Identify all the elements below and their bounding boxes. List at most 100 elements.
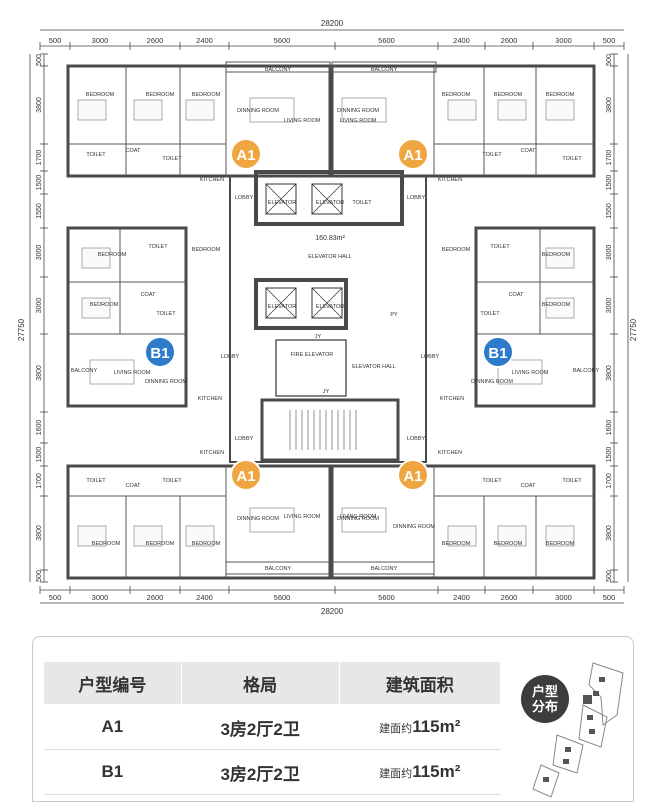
elevator-shaft [265, 183, 297, 215]
coat-label: COAT [509, 292, 525, 298]
living-room-label: LIVING ROOM [114, 370, 151, 376]
building-walls [66, 61, 596, 580]
table-row: A1 3房2厅2卫 建面约115m² [43, 704, 501, 750]
bedroom-label: BEDROOM [442, 541, 471, 547]
toilet-label: TOILET [490, 244, 510, 250]
bedroom-label: BEDROOM [546, 92, 575, 98]
segment-dim-label: 2400 [196, 593, 213, 602]
dining-label: DINNING ROOM [237, 108, 279, 114]
fire-elevator-shaft [275, 339, 347, 397]
bed-icon [545, 247, 575, 269]
table-header-row: 户型编号 格局 建筑面积 [43, 661, 502, 705]
elevator-bank-mid [254, 278, 348, 330]
unit-table: 户型编号 格局 建筑面积 A1 3房2厅2卫 建面约115m² B1 3房2厅2… [43, 661, 502, 795]
segment-dim-label: 1700 [606, 150, 613, 166]
segment-dim-label: 3800 [36, 365, 43, 381]
balcony-strip [225, 561, 435, 575]
py-label: PY [390, 312, 398, 318]
badge-line-2: 分布 [531, 699, 558, 714]
bed-icon [77, 99, 107, 121]
elevator-shaft [311, 183, 343, 215]
toilet-label: TOILET [482, 152, 502, 158]
segment-dim-label: 3800 [36, 97, 43, 113]
kitchen-label: KITCHEN [200, 177, 224, 183]
bedroom-label: BEDROOM [546, 541, 575, 547]
segment-dim-label: 1500 [36, 447, 43, 463]
bedroom-label: BEDROOM [146, 541, 175, 547]
bedroom-label: BEDROOM [146, 92, 175, 98]
area-value: 115m² [412, 717, 461, 736]
segment-dim-label: 2400 [196, 36, 213, 45]
balcony-strip [331, 61, 437, 73]
toilet-label: TOILET [156, 311, 176, 317]
segment-dim-label: 500 [49, 36, 62, 45]
bed-icon [497, 99, 527, 121]
bed-icon [81, 247, 111, 269]
b1-marker-label: B1 [150, 345, 169, 362]
side-dim-label: 27750 [17, 318, 26, 341]
bed-icon [447, 525, 477, 547]
segment-dim-label: 500 [603, 593, 616, 602]
segment-dim-label: 3800 [606, 365, 613, 381]
segment-dim-label: 3000 [606, 245, 613, 261]
segment-dim-label: 3000 [36, 245, 43, 261]
bedroom-label: BEDROOM [192, 92, 221, 98]
lobby-label: LOBBY [235, 436, 254, 442]
toilet-label: TOILET [86, 478, 106, 484]
unit-outline [66, 464, 332, 580]
segment-dim-label: 1500 [606, 447, 613, 463]
bedroom-label: BEDROOM [192, 541, 221, 547]
b1-marker [482, 336, 514, 368]
a1-marker-label: A1 [236, 147, 255, 164]
coat-label: COAT [126, 148, 142, 154]
bed-icon [545, 99, 575, 121]
toilet-label: TOILET [482, 478, 502, 484]
unit-layout: 3房2厅2卫 [181, 749, 340, 795]
lobby-label: LOBBY [421, 354, 440, 360]
living-room-label: LIVING ROOM [340, 118, 377, 124]
segment-dim-label: 3000 [36, 298, 43, 314]
unit-outline [66, 226, 188, 408]
segment-dim-label: 1550 [606, 203, 613, 219]
segment-dim-label: 3000 [92, 593, 109, 602]
segment-dim-label: 3800 [606, 97, 613, 113]
bedroom-label: BEDROOM [494, 92, 523, 98]
elevator-label: ELEVATOR [316, 304, 344, 310]
segment-dim-label: 3800 [606, 525, 613, 541]
balcony-label: BALCONY [573, 368, 600, 374]
fire-elevator-label: FIRE ELEVATOR [291, 352, 334, 358]
bedroom-label: BEDROOM [98, 252, 127, 258]
balcony-label: BALCONY [71, 368, 98, 374]
left-dimensions: 5003800170015001550300030003800160015001… [17, 53, 48, 583]
elevator-shaft [311, 287, 343, 319]
b1-marker-label: B1 [488, 345, 507, 362]
lobby-label: LOBBY [221, 354, 240, 360]
kitchen-label: KITCHEN [438, 450, 462, 456]
dining-label: DINNING ROOM [145, 379, 187, 385]
segment-dim-label: 2400 [453, 593, 470, 602]
segment-dim-label: 2400 [453, 36, 470, 45]
lobby-label: LOBBY [235, 195, 254, 201]
bed-icon [77, 525, 107, 547]
shaft-cross [311, 287, 343, 319]
core-outline [229, 175, 427, 463]
toilet-label: TOILET [162, 156, 182, 162]
right-dimensions: 5003800170015001550300030003800160015001… [606, 53, 638, 583]
coat-label: COAT [521, 483, 537, 489]
segment-dim-label: 3000 [555, 593, 572, 602]
area-prefix: 建面约 [379, 768, 413, 780]
kitchen-label: KITCHEN [438, 177, 462, 183]
overall-dim-label: 28200 [321, 607, 344, 616]
dining-label: DINNING ROOM [337, 108, 379, 114]
segment-dim-label: 5600 [378, 36, 395, 45]
toilet-label: TOILET [162, 478, 182, 484]
toilet-label: TOILET [562, 478, 582, 484]
toilet-label: TOILET [148, 244, 168, 250]
balcony-strip [225, 61, 331, 73]
dining-label: DINNING ROOM [237, 516, 279, 522]
segment-dim-label: 3000 [606, 298, 613, 314]
a1-marker [397, 138, 429, 170]
sofa-icon [341, 507, 387, 533]
elevator-label: ELEVATOR [268, 304, 296, 310]
